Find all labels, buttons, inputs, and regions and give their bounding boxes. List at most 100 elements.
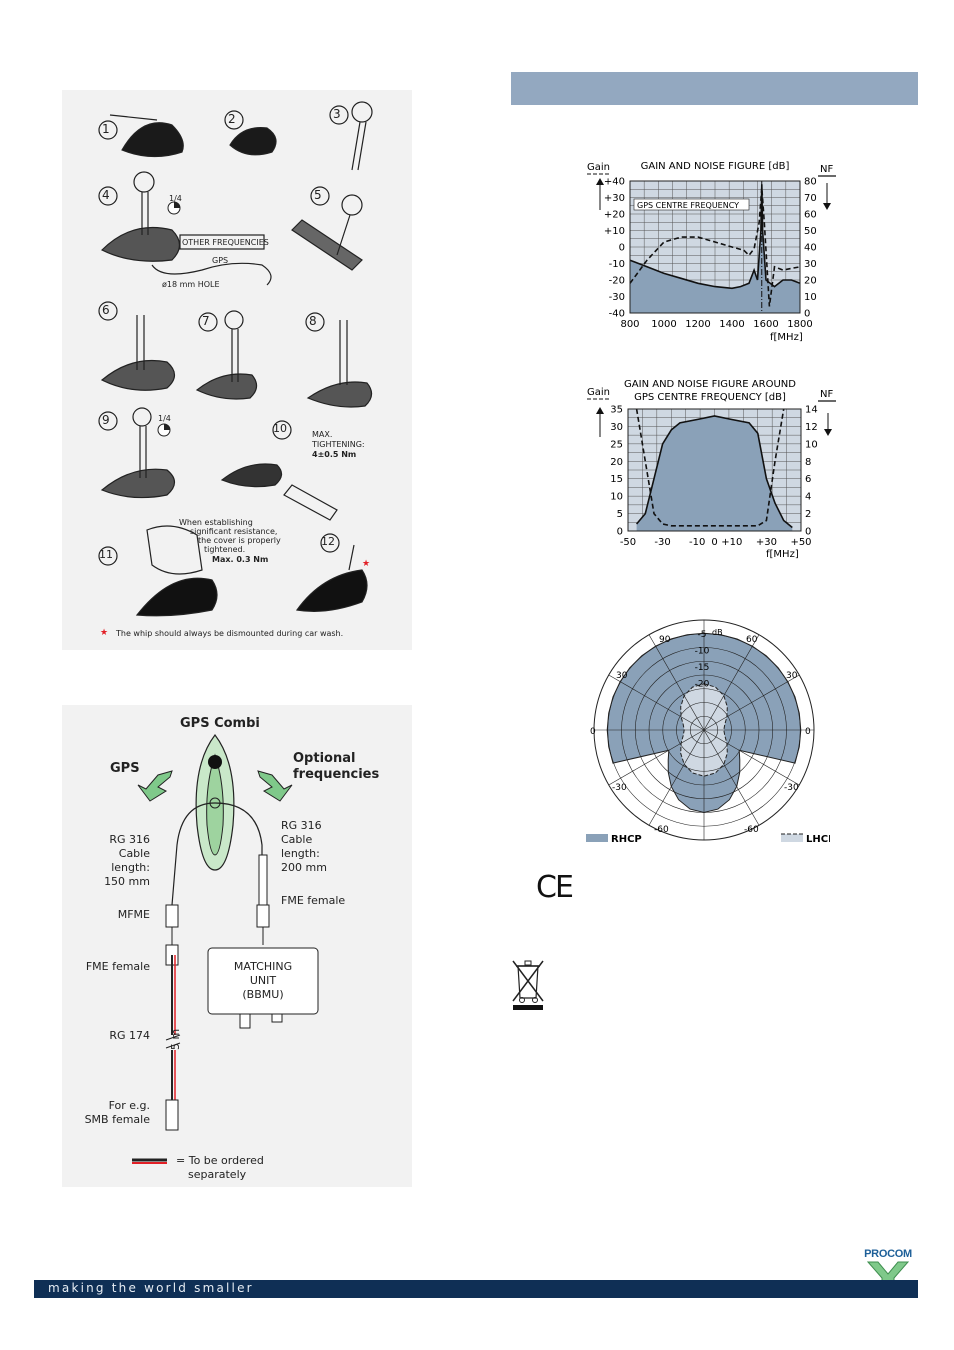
x-tick-label: -10 xyxy=(689,537,705,548)
radial-tick-label: -15 xyxy=(695,663,710,673)
y2-tick-label: 8 xyxy=(805,457,811,468)
radial-tick-label: -20 xyxy=(695,680,710,690)
legend-line-2: separately xyxy=(188,1168,247,1181)
y-tick-label: 30 xyxy=(610,422,623,433)
rg316-right-1: RG 316 xyxy=(281,819,322,832)
y2-tick-label: 0 xyxy=(805,527,811,538)
y-tick-label: 20 xyxy=(610,457,623,468)
angle-label: 0 xyxy=(805,727,811,737)
tightening-label: TIGHTENING: xyxy=(312,440,365,449)
y2-tick-label: 6 xyxy=(805,474,811,485)
polar-spoke xyxy=(608,674,800,786)
wiring-diagram xyxy=(132,734,319,1164)
angle-label: 0 xyxy=(590,727,596,737)
angle-label: 90 xyxy=(659,635,671,645)
x-tick-label: 1200 xyxy=(685,319,710,330)
y-tick-label: -20 xyxy=(609,276,625,287)
x-tick-label: -30 xyxy=(654,537,670,548)
hole-label: ø18 mm HOLE xyxy=(162,280,220,289)
length-5m: 5 m xyxy=(169,1028,182,1050)
y-tick-label: 0 xyxy=(619,243,625,254)
y-tick-label: 35 xyxy=(610,405,623,416)
y-tick-label: -30 xyxy=(609,292,625,303)
y2-tick-label: 30 xyxy=(804,259,817,270)
angle-label: -30 xyxy=(784,783,799,793)
lhcp-legend-label: LHCP xyxy=(806,834,830,845)
note11-line1: When establishing xyxy=(179,518,253,527)
y-tick-label: 0 xyxy=(617,527,623,538)
x-tick-label: +50 xyxy=(790,537,811,548)
smb-label-1: For e.g. xyxy=(108,1099,150,1112)
angle-label: -30 xyxy=(612,783,627,793)
procom-logo: PROCOM xyxy=(862,1248,914,1294)
y-tick-label: +10 xyxy=(604,226,625,237)
step-10-number: 10 xyxy=(273,422,287,435)
rg316-left-3: length: xyxy=(111,861,150,874)
x-tick-label: 800 xyxy=(620,319,639,330)
smb-label-2: SMB female xyxy=(84,1113,150,1126)
rg316-left-4: 150 mm xyxy=(104,875,150,888)
step-1-number: 1 xyxy=(102,122,110,136)
series-line-dashed xyxy=(635,408,785,527)
x-tick-label: 0 xyxy=(711,537,717,548)
note11-line2: significant resistance, xyxy=(190,527,278,536)
installation-panel: ★ 1 2 3 4 5 6 7 8 9 10 11 12 1/4 1/4 OTH… xyxy=(62,90,412,650)
radial-tick-label: -5 xyxy=(698,630,707,640)
y2-tick-label: 60 xyxy=(804,210,817,221)
angle-label: -60 xyxy=(654,825,669,835)
rhcp-legend-swatch xyxy=(586,834,608,842)
rg316-right-3: length: xyxy=(281,847,320,860)
quarter-turn-label: 1/4 xyxy=(169,194,182,203)
step-7-number: 7 xyxy=(202,314,210,328)
optional-arrow-icon xyxy=(257,770,293,802)
rg174-label: RG 174 xyxy=(109,1029,150,1042)
y-tick-label: +20 xyxy=(604,210,625,221)
y2-tick-label: 80 xyxy=(804,177,817,188)
radial-unit-label: dB xyxy=(712,628,723,637)
lhcp-legend-swatch xyxy=(781,834,803,842)
y2-tick-label: 10 xyxy=(805,439,818,450)
weee-bin-icon xyxy=(512,960,544,1010)
y2-tick-label: 40 xyxy=(804,243,817,254)
series-line-dashed xyxy=(629,187,801,307)
footer-bar: making the world smaller xyxy=(34,1280,918,1298)
step-8-number: 8 xyxy=(309,314,317,328)
gain-arrowhead xyxy=(596,178,604,185)
max-label: MAX. xyxy=(312,430,333,439)
installation-illustration: ★ xyxy=(98,101,373,617)
chart-title: GAIN AND NOISE FIGURE [dB] xyxy=(641,161,790,172)
rg316-right-4: 200 mm xyxy=(281,861,327,874)
gps-cable-label: GPS xyxy=(212,256,229,265)
y2-axis-label: NF xyxy=(820,389,833,400)
star-icon: ★ xyxy=(100,628,109,638)
x-tick-label: 1000 xyxy=(651,319,676,330)
series-line-solid xyxy=(629,184,801,290)
gps-centre-annotation: GPS CENTRE FREQUENCY xyxy=(637,201,739,210)
y2-tick-label: 0 xyxy=(804,309,810,320)
radial-tick-label: -10 xyxy=(695,647,710,657)
y2-tick-label: 20 xyxy=(804,276,817,287)
step-12-number: 12 xyxy=(321,535,335,548)
step-2-number: 2 xyxy=(228,112,236,126)
note11-max: Max. 0.3 Nm xyxy=(212,555,269,564)
step-11-number: 11 xyxy=(99,548,113,561)
ce-mark: CE xyxy=(536,870,574,905)
y2-tick-label: 50 xyxy=(804,226,817,237)
legend-line-1: = To be ordered xyxy=(176,1154,264,1167)
brand-name: PROCOM xyxy=(864,1248,912,1260)
y-tick-label: 10 xyxy=(610,492,623,503)
matching-unit-3: (BBMU) xyxy=(242,988,284,1001)
note11-line3: the cover is properly xyxy=(198,536,281,545)
torque-label: 4±0.5 Nm xyxy=(312,450,357,459)
x-tick-label: 1600 xyxy=(753,319,778,330)
y2-tick-label: 10 xyxy=(804,292,817,303)
y2-tick-label: 14 xyxy=(805,405,818,416)
y-axis-label: Gain xyxy=(587,387,610,398)
y-tick-label: -10 xyxy=(609,259,625,270)
optional-label-1: Optional xyxy=(293,751,356,766)
x-tick-label: 1400 xyxy=(719,319,744,330)
rg316-left-2: Cable xyxy=(118,847,150,860)
